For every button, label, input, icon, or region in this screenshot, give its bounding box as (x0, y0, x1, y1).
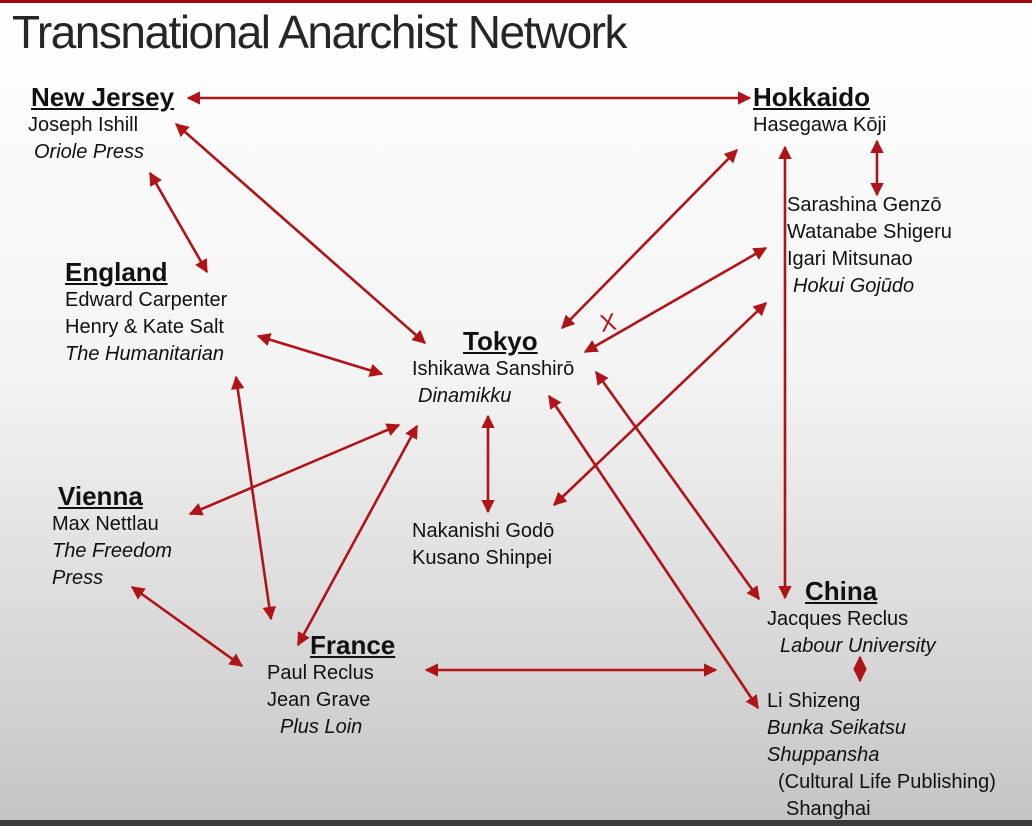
china-group-person: Li Shizeng (767, 690, 861, 712)
bottom-bar (0, 820, 1032, 826)
hokkaido-heading: Hokkaido (753, 82, 871, 112)
arrow-nakanishi-hokkaido-group (553, 302, 767, 506)
vienna-press-line-2: Press (52, 567, 104, 589)
tokyo-publication: Dinamikku (418, 385, 512, 407)
node-vienna: Vienna Max Nettlau The Freedom Press (52, 481, 172, 592)
arrow-vienna-tokyo (188, 423, 401, 516)
arrow-england-france (231, 375, 276, 621)
node-china: China Jacques Reclus Labour University (767, 576, 936, 660)
node-hokkaido: Hokkaido Hasegawa Kōji (753, 82, 886, 139)
china-person: Jacques Reclus (767, 608, 909, 630)
node-france: France Paul Reclus Jean Grave Plus Loin (262, 630, 395, 741)
china-group-publisher-line-2: Shuppansha (767, 744, 880, 766)
arrow-vienna-france (130, 585, 244, 668)
hokkaido-group-person-1: Sarashina Genzō (787, 194, 942, 216)
arrow-tokyo-lishizeng (547, 394, 760, 710)
vienna-press-line-1: The Freedom (52, 540, 173, 562)
arrow-tokyo-china (594, 370, 761, 601)
new-jersey-heading: New Jersey (31, 82, 175, 112)
england-heading: England (65, 257, 168, 287)
tokyo-group-person-1: Nakanishi Godō (412, 520, 555, 542)
node-england: England Edward Carpenter Henry & Kate Sa… (65, 257, 227, 368)
arrow-tokyo-hokkaido-group (583, 246, 768, 354)
china-institution: Labour University (780, 635, 936, 657)
england-publication: The Humanitarian (65, 343, 224, 365)
france-person-2: Jean Grave (267, 689, 371, 711)
england-person-1: Edward Carpenter (65, 289, 228, 311)
hokkaido-group-person-2: Watanabe Shigeru (787, 221, 952, 243)
china-group-publisher-line-1: Bunka Seikatsu (767, 717, 906, 739)
arrow-england-tokyo (256, 333, 384, 377)
node-new-jersey: New Jersey Joseph Ishill Oriole Press (28, 82, 174, 166)
france-heading: France (310, 630, 396, 660)
china-group-city: Shanghai (786, 798, 871, 820)
node-tokyo-group: Nakanishi Godō Kusano Shinpei (412, 518, 554, 572)
china-group-translation: (Cultural Life Publishing) (778, 771, 996, 793)
hokkaido-person: Hasegawa Kōji (753, 114, 887, 136)
node-hokkaido-group: Sarashina Genzō Watanabe Shigeru Igari M… (787, 192, 952, 300)
vienna-person: Max Nettlau (52, 513, 159, 535)
arrow-tokyo-hokkaido (561, 149, 738, 329)
top-accent-bar (0, 0, 1032, 3)
broken-link-mark: X (598, 309, 618, 338)
china-heading: China (805, 576, 878, 606)
node-tokyo: Tokyo Ishikawa Sanshirō Dinamikku (412, 326, 574, 410)
tokyo-person: Ishikawa Sanshirō (412, 358, 575, 380)
tokyo-heading: Tokyo (463, 326, 538, 356)
tokyo-group-person-2: Kusano Shinpei (412, 547, 553, 569)
england-person-2: Henry & Kate Salt (65, 316, 224, 338)
arrow-france-tokyo (296, 424, 419, 647)
hokkaido-group-person-3: Igari Mitsunao (787, 248, 913, 270)
vienna-heading: Vienna (58, 481, 143, 511)
node-china-group: Li Shizeng Bunka Seikatsu Shuppansha (Cu… (767, 688, 996, 823)
slide-title: Transnational Anarchist Network (12, 6, 628, 58)
arrow-newjersey-tokyo (174, 123, 427, 344)
new-jersey-person: Joseph Ishill (28, 114, 139, 136)
hokkaido-group-publication: Hokui Gojūdo (793, 275, 915, 297)
new-jersey-press: Oriole Press (34, 141, 145, 163)
france-person-1: Paul Reclus (267, 662, 374, 684)
france-publication: Plus Loin (280, 716, 363, 738)
